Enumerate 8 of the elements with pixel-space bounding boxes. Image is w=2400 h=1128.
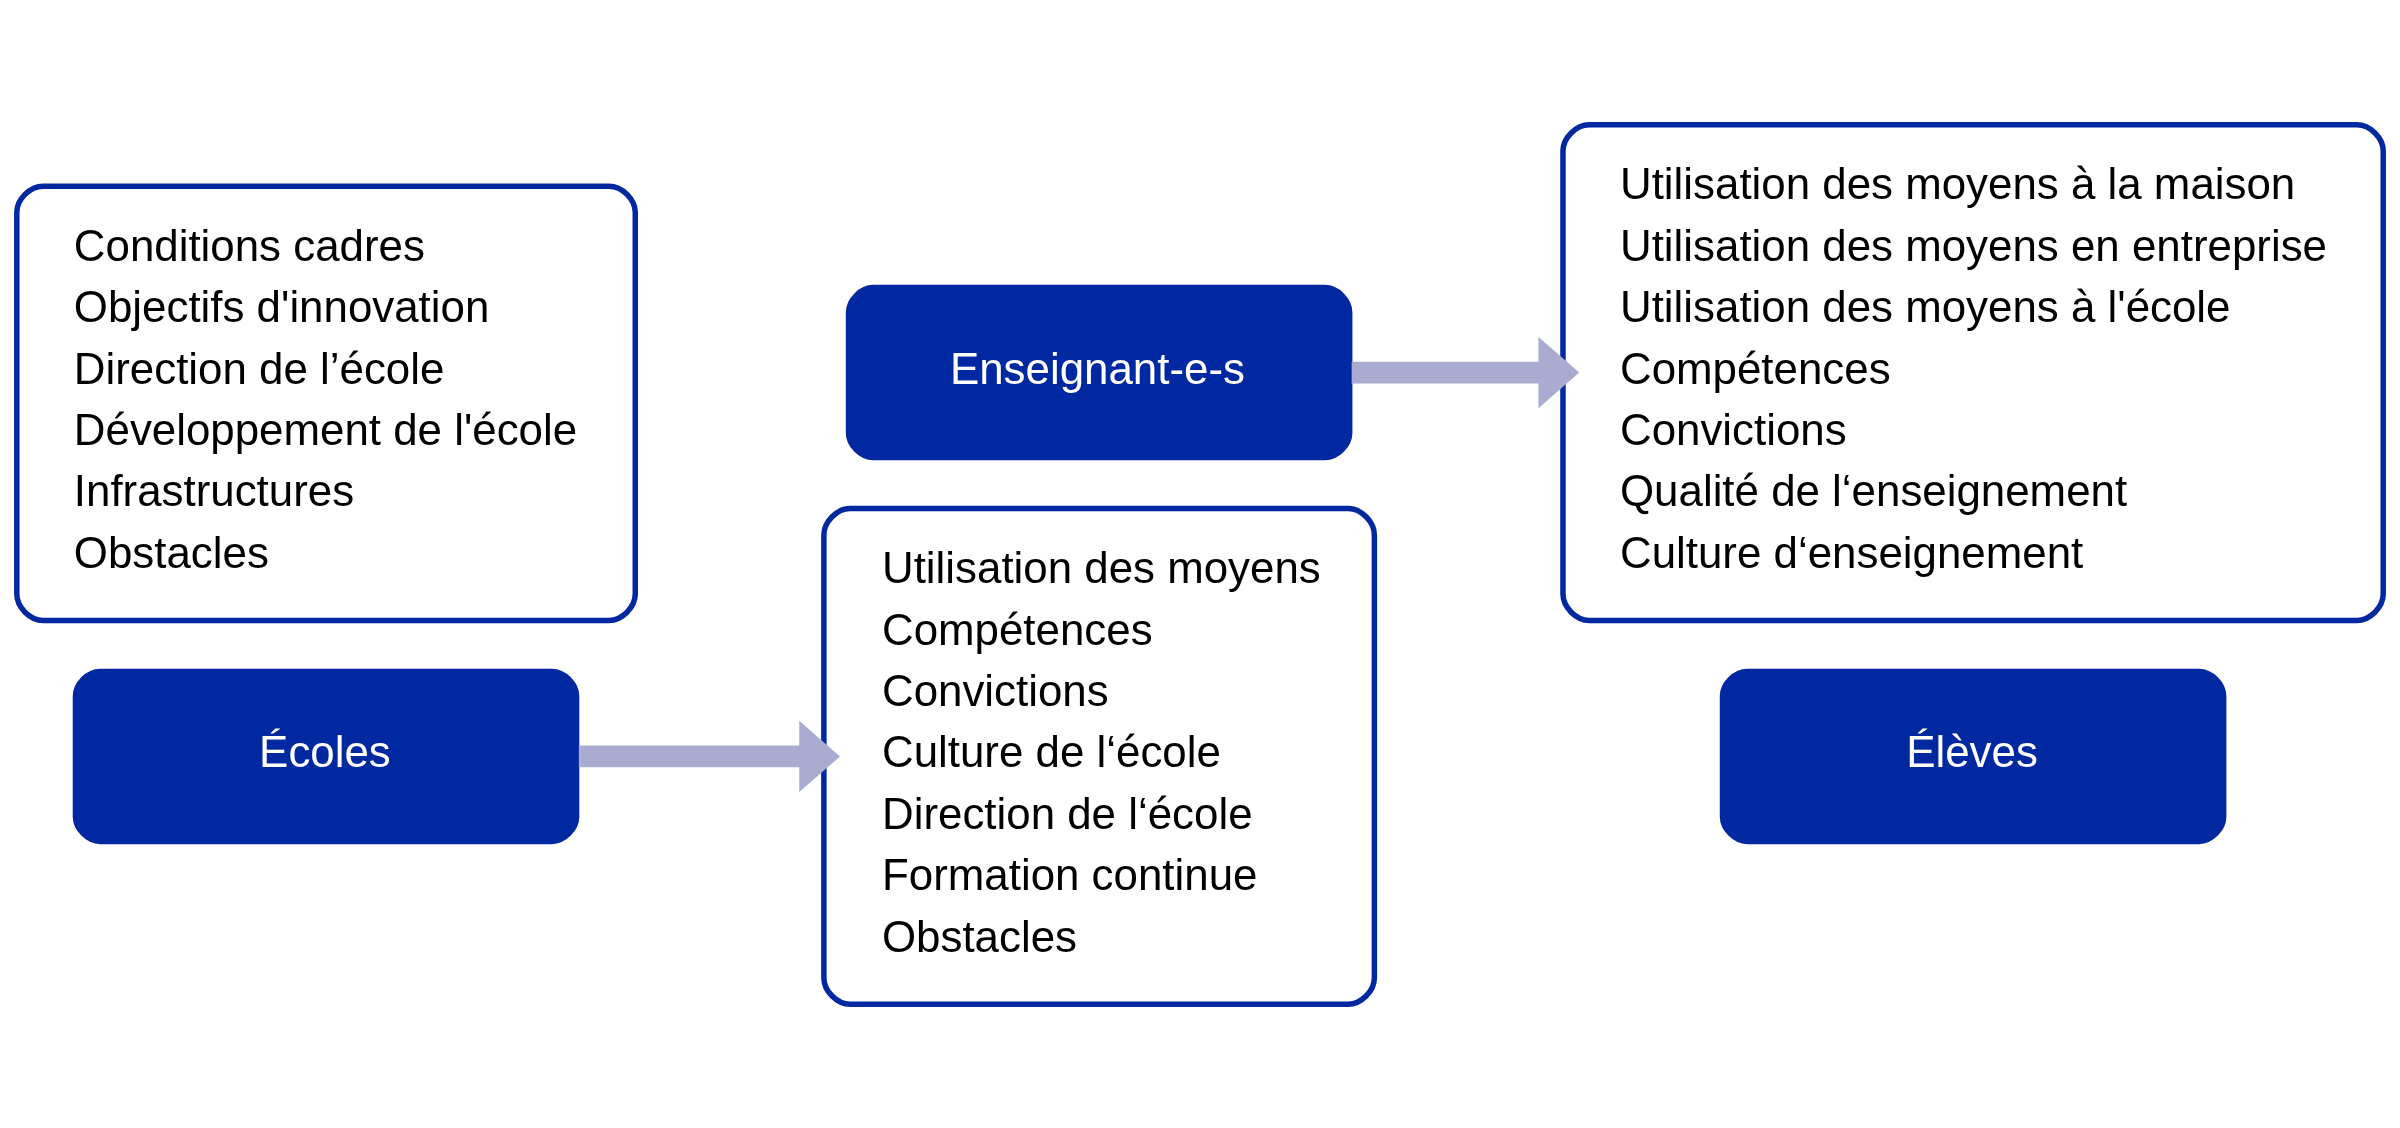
node-box: Conditions cadres Objectifs d'innovation Direction de l’école Développement de l'école Infrastructures Obstacles xyxy=(14,182,638,623)
arrow xyxy=(578,720,841,792)
node-box: Enseignant-e-s xyxy=(845,284,1353,460)
node-box: Écoles xyxy=(72,668,580,844)
node-box: Utilisation des moyens à la maison Utilisation des moyens en entreprise Utilisation des moyens à l'école Compétences Convictions Qualité de l‘enseignement Culture d‘enseignement xyxy=(1560,121,2386,623)
node-box: Élèves xyxy=(1719,668,2227,844)
arrow xyxy=(1351,336,1580,408)
node-box: Utilisation des moyens Compétences Convictions Culture de l‘école Direction de l‘école Formation continue Obstacles xyxy=(821,505,1378,1007)
